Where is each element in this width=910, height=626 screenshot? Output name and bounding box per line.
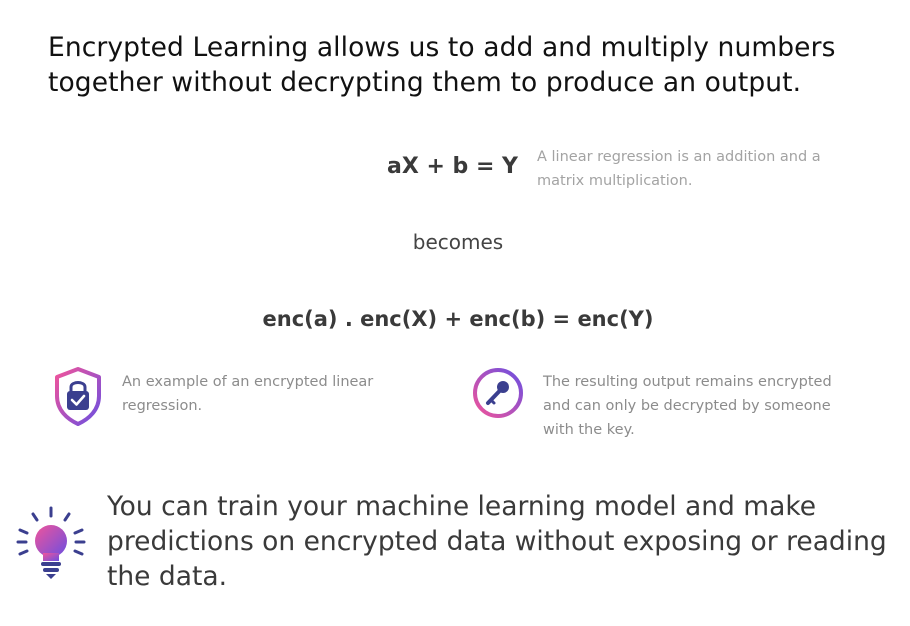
feature-text: An example of an encrypted linear regres… xyxy=(122,374,374,414)
shield-lock-icon xyxy=(55,367,101,426)
key-icon xyxy=(473,368,523,418)
encrypted-formula: enc(a) . enc(X) + enc(b) = enc(Y) xyxy=(262,307,654,331)
plain-formula: aX + b = Y xyxy=(387,154,518,179)
headline: Encrypted Learning allows us to add and … xyxy=(48,32,836,98)
becomes-label: becomes xyxy=(412,230,504,254)
lightbulb-icon xyxy=(16,506,86,579)
feature-text: The resulting output remains encrypted a… xyxy=(543,374,832,438)
formula-note: A linear regression is an addition and a… xyxy=(537,149,821,189)
callout-text: You can train your machine learning mode… xyxy=(107,491,887,592)
